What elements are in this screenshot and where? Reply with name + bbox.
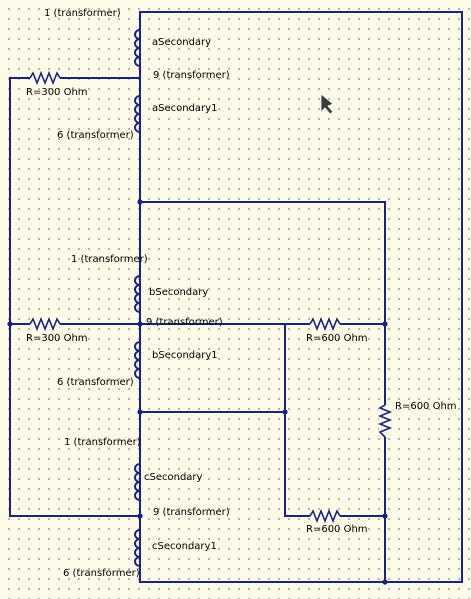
junction-dot: [382, 321, 388, 327]
resistor-a-label: R=300 Ohm: [26, 87, 88, 98]
b-secondary1-label: bSecondary1: [152, 350, 218, 361]
coil-b-secondary: [134, 275, 141, 313]
coil-a-secondary: [134, 29, 141, 67]
junction-dot: [282, 409, 288, 415]
resistor-bottom-right-600: [309, 508, 341, 524]
coil-b-secondary1: [134, 341, 141, 379]
a-secondary1-label: aSecondary1: [152, 103, 218, 114]
junction-dot: [137, 321, 143, 327]
coil-a-secondary1: [134, 95, 141, 133]
b-secondary-label: bSecondary: [149, 287, 209, 298]
junction-dot: [137, 513, 143, 519]
coil-c-secondary1: [134, 529, 141, 567]
resistor-bottom-right-label: R=600 Ohm: [306, 524, 368, 535]
c-bottom-terminal-label: 6 (transformer): [63, 568, 140, 579]
c-top-terminal-label: 1 (transformer): [64, 437, 141, 448]
a-bottom-terminal-label: 6 (transformer): [57, 130, 134, 141]
b-bottom-terminal-label: 6 (transformer): [57, 377, 134, 388]
junction-dot: [137, 199, 143, 205]
wire-inner-vertical: [284, 323, 386, 517]
a-center-tap-label: 9 (transformer): [153, 70, 230, 81]
junction-dot: [137, 409, 143, 415]
mouse-pointer-icon: [320, 93, 334, 115]
resistor-a-300: [29, 70, 61, 86]
resistor-right-vertical-label: R=600 Ohm: [395, 401, 457, 412]
b-center-tap-label: 9 (transformer): [146, 317, 223, 328]
a-secondary-label: aSecondary: [152, 37, 212, 48]
resistor-top-right-600: [309, 316, 341, 332]
resistor-b-label: R=300 Ohm: [26, 333, 88, 344]
resistor-right-vertical-600: [377, 404, 393, 438]
resistor-top-right-label: R=600 Ohm: [306, 333, 368, 344]
c-secondary1-label: cSecondary1: [152, 541, 217, 552]
coil-c-secondary: [134, 463, 141, 501]
resistor-b-300: [29, 316, 61, 332]
junction-dot: [7, 321, 13, 327]
wire-right-upper: [139, 201, 386, 583]
b-top-terminal-label: 1 (transformer): [71, 254, 148, 265]
c-center-tap-label: 9 (transformer): [153, 507, 230, 518]
junction-dot: [382, 513, 388, 519]
junction-dot: [382, 579, 388, 585]
c-secondary-label: cSecondary: [144, 472, 203, 483]
wire-outer-loop: [139, 11, 463, 583]
a-top-terminal-label: 1 (transformer): [44, 8, 121, 19]
wire-left-loop: [9, 77, 141, 517]
